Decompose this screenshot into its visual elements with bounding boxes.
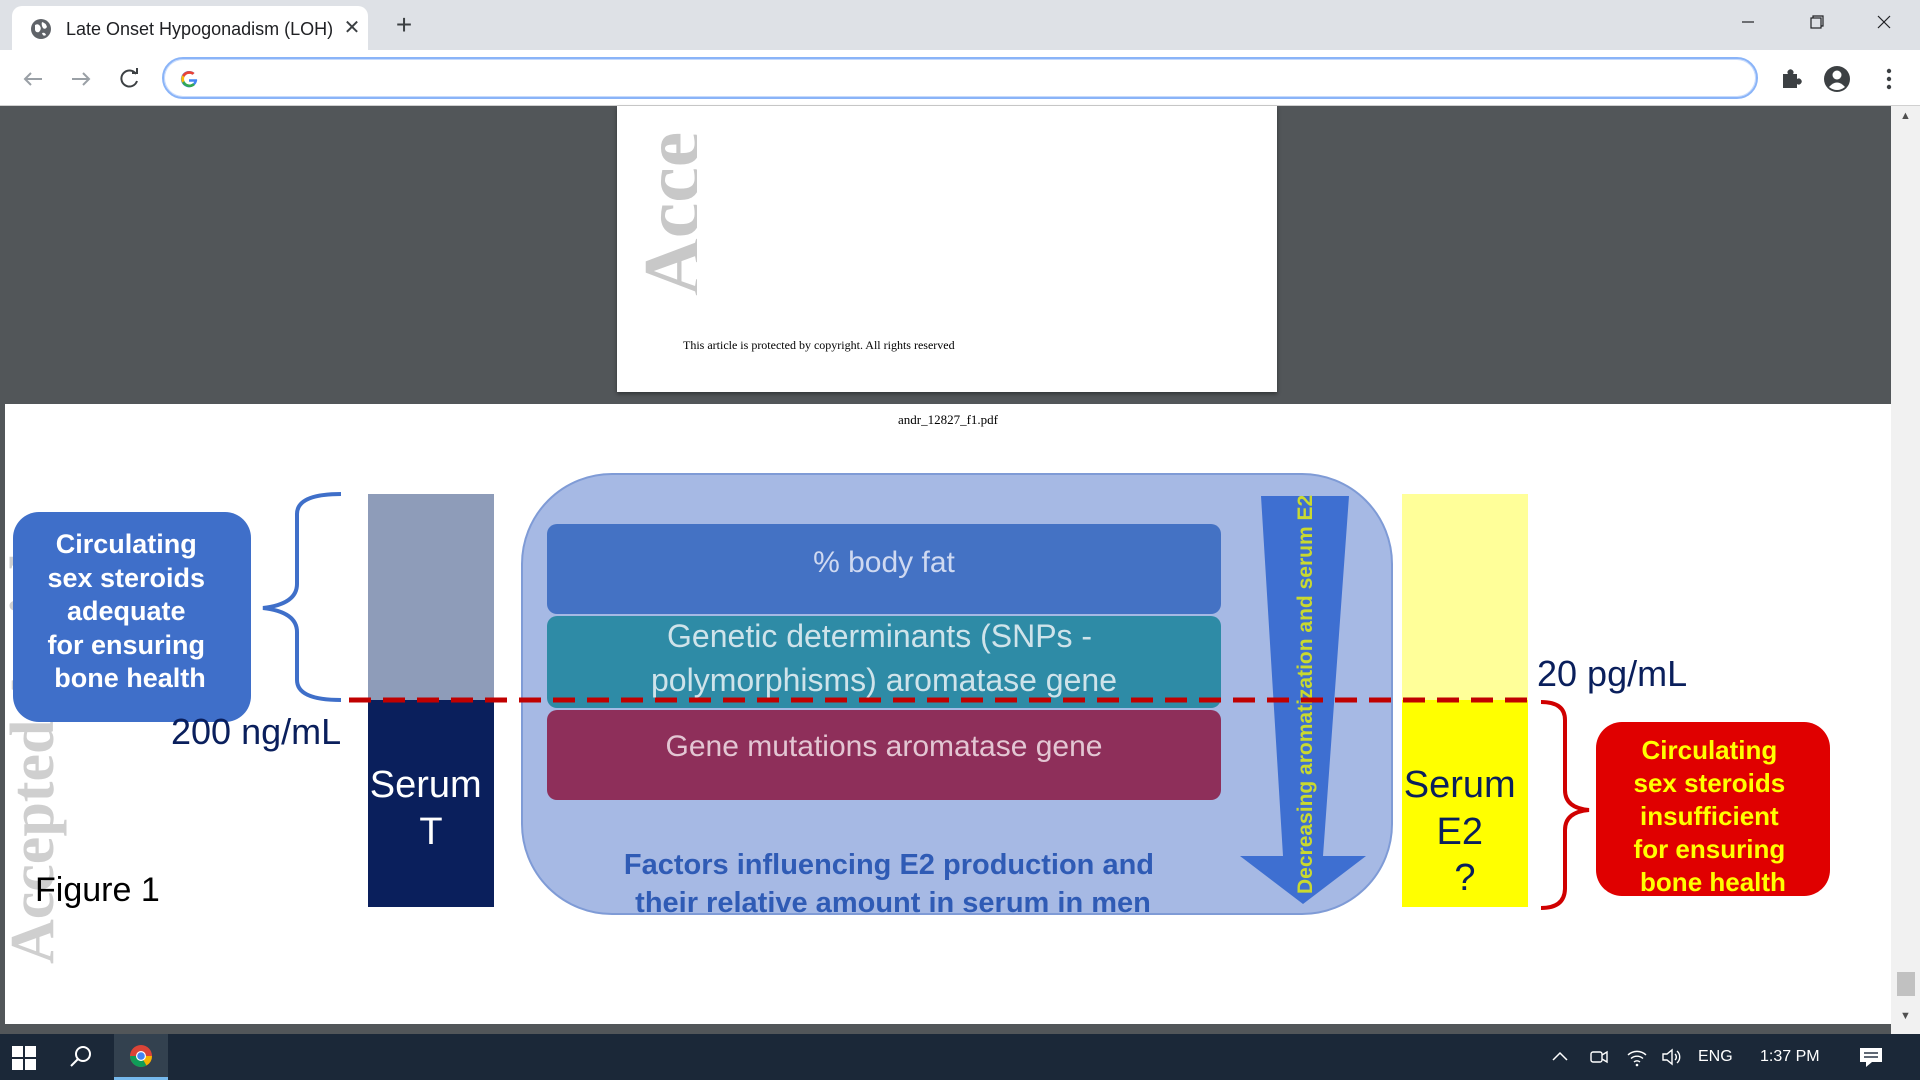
- serum-t-lower-bar: [368, 700, 494, 907]
- meet-now-icon[interactable]: [1588, 1046, 1610, 1068]
- figure-label: Figure 1: [35, 871, 160, 909]
- tab-title: Late Onset Hypogonadism (LOH): [66, 19, 334, 39]
- serum-t-label: Serum T: [370, 764, 492, 853]
- back-arrow-icon[interactable]: [16, 62, 50, 96]
- watermark-top: Acce: [629, 132, 697, 296]
- language-indicator[interactable]: ENG: [1698, 1048, 1733, 1065]
- tab-strip: Late Onset Hypogonadism (LOH) ✕ +: [0, 0, 1920, 50]
- factors-caption: Factors influencing E2 production and th…: [624, 849, 1162, 919]
- taskbar-chrome-button[interactable]: [114, 1034, 168, 1080]
- close-window-icon[interactable]: [1864, 6, 1904, 38]
- figure-filename: andr_12827_f1.pdf: [897, 412, 998, 427]
- left-adequate-box: [13, 512, 251, 722]
- serum-e2-label: Serum E2 ?: [1404, 764, 1526, 899]
- left-box-text: Circulating sex steroids adequate for en…: [47, 529, 212, 693]
- threshold-e2-label: 20 pg/mL: [1537, 653, 1687, 694]
- reload-icon[interactable]: [112, 62, 146, 96]
- chrome-icon: [130, 1045, 152, 1067]
- factor-gene-mutations-text: Gene mutations aromatase gene: [666, 730, 1103, 763]
- minimize-icon[interactable]: [1728, 6, 1768, 38]
- pdf-page-previous: Acce This article is protected by copyri…: [617, 106, 1277, 392]
- pdf-viewer[interactable]: Acce This article is protected by copyri…: [0, 106, 1920, 1034]
- extensions-puzzle-icon[interactable]: [1774, 62, 1808, 96]
- serum-e2-upper-bar: [1402, 494, 1528, 700]
- vertical-scrollbar[interactable]: ▲ ▼: [1891, 106, 1920, 1034]
- taskbar-clock[interactable]: 1:37 PM: [1760, 1048, 1820, 1065]
- search-icon[interactable]: [68, 1044, 94, 1070]
- factor-genetic: [547, 616, 1221, 708]
- scrollbar-thumb[interactable]: [1897, 972, 1915, 996]
- windows-start-icon[interactable]: [12, 1046, 36, 1070]
- scroll-up-arrow-icon[interactable]: ▲: [1900, 110, 1911, 122]
- address-input[interactable]: [212, 63, 1732, 93]
- close-tab-icon[interactable]: ✕: [343, 17, 361, 39]
- figure-1-diagram: Accepted Article Circulating sex steroid…: [5, 473, 1830, 964]
- more-vertical-icon[interactable]: [1872, 62, 1906, 96]
- factor-body-fat-text: % body fat: [813, 546, 955, 579]
- wifi-icon[interactable]: [1626, 1046, 1648, 1068]
- volume-icon[interactable]: [1660, 1046, 1682, 1068]
- new-tab-button[interactable]: +: [395, 9, 413, 40]
- globe-icon: [31, 19, 51, 39]
- profile-avatar-icon[interactable]: [1820, 62, 1854, 96]
- windows-taskbar: ENG 1:37 PM: [0, 1034, 1920, 1080]
- forward-arrow-icon[interactable]: [64, 62, 98, 96]
- notifications-icon[interactable]: [1858, 1046, 1884, 1068]
- serum-t-upper-bar: [368, 494, 494, 700]
- left-curly-brace: [262, 492, 342, 702]
- arrow-label: Decreasing aromatization and serum E2: [1294, 495, 1317, 894]
- google-icon: [180, 70, 198, 88]
- scroll-down-arrow-icon[interactable]: ▼: [1900, 1010, 1911, 1022]
- factor-body-fat: [547, 524, 1221, 614]
- right-insufficient-box: [1596, 722, 1830, 896]
- address-bar[interactable]: [162, 57, 1758, 99]
- restore-icon[interactable]: [1796, 6, 1836, 38]
- right-curly-brace: [1540, 700, 1590, 910]
- serum-e2-lower-bar: [1402, 700, 1528, 907]
- right-box-text: Circulating sex steroids insufficient fo…: [1634, 735, 1793, 897]
- factor-genetic-text: Genetic determinants (SNPs - polymorphis…: [651, 618, 1117, 698]
- browser-tab[interactable]: Late Onset Hypogonadism (LOH) ✕: [12, 6, 368, 50]
- copyright-notice: This article is protected by copyright. …: [683, 338, 955, 352]
- chevron-up-icon[interactable]: [1550, 1046, 1570, 1068]
- pdf-page-figure: andr_12827_f1.pdf Accepted Article Circu…: [5, 404, 1891, 1024]
- factor-gene-mutations: [547, 710, 1221, 800]
- threshold-t-label: 200 ng/mL: [171, 711, 341, 752]
- svg-text:Acce: Acce: [629, 132, 697, 296]
- browser-toolbar: [0, 50, 1920, 106]
